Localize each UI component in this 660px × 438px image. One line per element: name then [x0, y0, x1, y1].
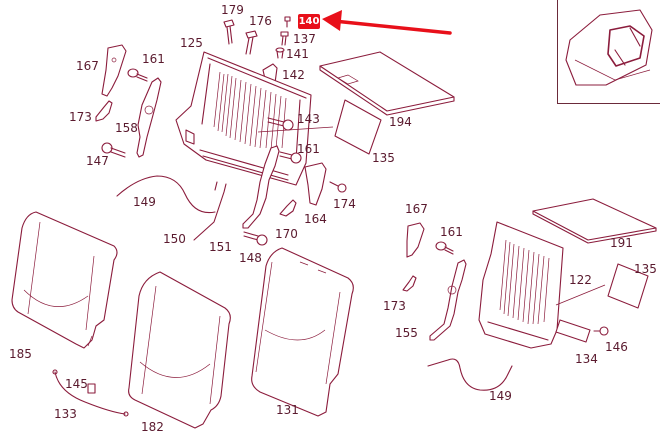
part-label-161[interactable]: 161	[297, 142, 320, 156]
leader-line-right	[555, 284, 606, 306]
cable-149a	[116, 175, 218, 214]
part-label-161[interactable]: 161	[440, 225, 463, 239]
part-label-174[interactable]: 174	[333, 197, 356, 211]
cover-167a	[101, 44, 127, 97]
part-label-150[interactable]: 150	[163, 232, 186, 246]
part-label-142[interactable]: 142	[282, 68, 305, 82]
screw-137-icon	[280, 31, 289, 46]
part-label-149[interactable]: 149	[489, 389, 512, 403]
part-label-167[interactable]: 167	[405, 202, 428, 216]
part-label-164[interactable]: 164	[304, 212, 327, 226]
bolt-179-icon	[223, 19, 235, 45]
bolt-176-icon	[245, 30, 258, 55]
cable-150	[193, 183, 227, 241]
screw-174-icon	[329, 181, 347, 193]
part-label-148[interactable]: 148	[239, 251, 262, 265]
part-label-131[interactable]: 131	[276, 403, 299, 417]
part-label-173[interactable]: 173	[69, 110, 92, 124]
part-label-173[interactable]: 173	[383, 299, 406, 313]
part-label-135[interactable]: 135	[634, 262, 657, 276]
bolt-161c-icon	[435, 241, 454, 255]
leader-line	[257, 126, 334, 133]
backrest-cover-131	[251, 247, 354, 417]
part-label-147[interactable]: 147	[86, 154, 109, 168]
part-label-125[interactable]: 125	[180, 36, 203, 50]
part-label-161[interactable]: 161	[142, 52, 165, 66]
screw-146-icon	[593, 326, 609, 336]
bolt-161b-icon	[279, 151, 302, 164]
hinge-158	[136, 77, 162, 158]
cover-164	[304, 162, 327, 206]
backrest-cover-182	[128, 271, 231, 429]
part-label-133[interactable]: 133	[54, 407, 77, 421]
bolt-148-icon	[243, 231, 268, 246]
cover-167b	[406, 222, 425, 258]
highlight-arrow	[322, 10, 452, 35]
part-label-122[interactable]: 122	[569, 273, 592, 287]
part-label-179[interactable]: 179	[221, 3, 244, 17]
part-label-167[interactable]: 167	[76, 59, 99, 73]
handle-134	[555, 319, 591, 343]
part-label-134[interactable]: 134	[575, 352, 598, 366]
clip-170	[279, 199, 297, 217]
part-label-191[interactable]: 191	[610, 236, 633, 250]
part-label-176[interactable]: 176	[249, 14, 272, 28]
part-label-145[interactable]: 145	[65, 377, 88, 391]
part-label-151[interactable]: 151	[209, 240, 232, 254]
part-label-143[interactable]: 143	[297, 112, 320, 126]
part-label-135[interactable]: 135	[372, 151, 395, 165]
lever-155	[429, 259, 467, 341]
cable-133	[52, 369, 129, 417]
bolt-147-icon	[101, 142, 126, 158]
part-label-137[interactable]: 137	[293, 32, 316, 46]
part-label-158[interactable]: 158	[115, 121, 138, 135]
part-label-155[interactable]: 155	[395, 326, 418, 340]
part-label-170[interactable]: 170	[275, 227, 298, 241]
clip-173a	[95, 100, 113, 122]
pad-135a	[334, 99, 382, 155]
pad-135b	[607, 263, 649, 309]
part-label-141[interactable]: 141	[286, 47, 309, 61]
part-label-194[interactable]: 194	[389, 115, 412, 129]
highlight-part-number: 140	[298, 16, 320, 27]
part-label-182[interactable]: 182	[141, 420, 164, 434]
bolt-161a-icon	[127, 68, 148, 82]
cable-149b	[427, 358, 513, 391]
backrest-cover-185	[11, 211, 118, 349]
mat-194	[319, 51, 455, 116]
frame-122	[478, 221, 564, 349]
clip-145-icon	[87, 383, 96, 394]
lever-151	[242, 145, 280, 229]
mat-191	[532, 198, 657, 244]
screw-140-icon	[284, 16, 291, 28]
clip-173b	[402, 275, 417, 292]
part-label-149[interactable]: 149	[133, 195, 156, 209]
part-label-146[interactable]: 146	[605, 340, 628, 354]
highlight-part-badge[interactable]: 140	[298, 14, 320, 29]
bolt-143-icon	[267, 117, 294, 131]
pin-141-icon	[275, 47, 285, 59]
part-label-185[interactable]: 185	[9, 347, 32, 361]
inset-frame	[557, 0, 660, 104]
inset-seat-drawing	[565, 9, 653, 86]
